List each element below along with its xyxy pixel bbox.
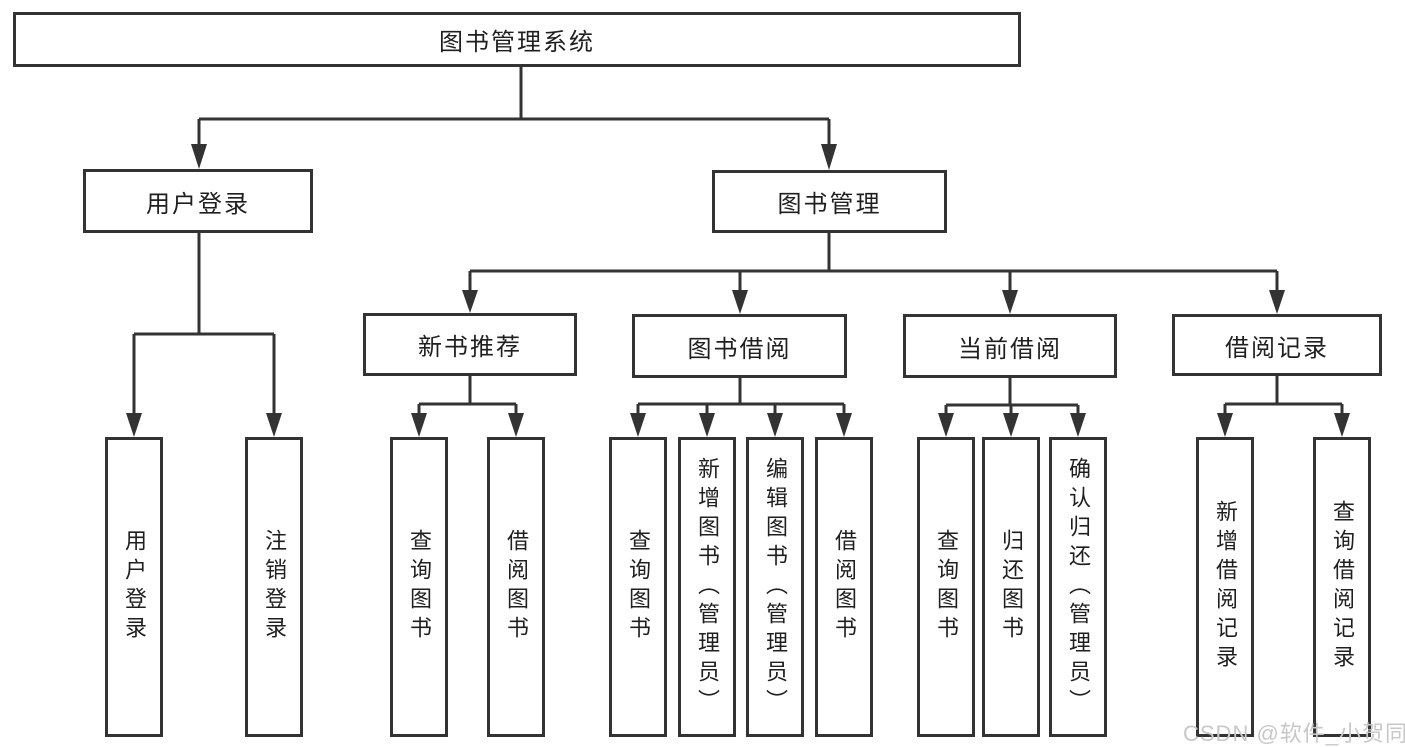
arrowhead-br-query xyxy=(1334,413,1350,437)
arrowhead-bb-edit xyxy=(767,413,783,437)
arrowhead-logout-leaf xyxy=(266,413,282,437)
arrowhead-login-leaf xyxy=(126,413,142,437)
node-leaf-cb-return: 归还图书 xyxy=(982,437,1040,737)
node-leaf-bb-borrow: 借阅图书 xyxy=(815,437,873,737)
arrowhead-bb-borrow xyxy=(836,413,852,437)
node-current-borrow: 当前借阅 xyxy=(903,314,1117,378)
node-leaf-user-login: 用户登录 xyxy=(105,437,163,737)
arrowhead-borrow-records xyxy=(1269,290,1285,314)
node-borrow-records: 借阅记录 xyxy=(1172,314,1382,376)
connector-root-to-level1 xyxy=(197,67,831,146)
node-leaf-bb-query: 查询图书 xyxy=(609,437,667,737)
connector-current-borrow-children xyxy=(944,378,1080,415)
arrowhead-user-login xyxy=(191,144,207,169)
arrowhead-br-add xyxy=(1217,413,1233,437)
arrowhead-cb-return xyxy=(1003,413,1019,437)
node-leaf-bb-edit: 编辑图书（管理员） xyxy=(746,437,804,737)
node-book-borrow: 图书借阅 xyxy=(632,314,847,378)
connector-borrow-records-children xyxy=(1223,376,1344,415)
arrowhead-new-books xyxy=(462,290,478,313)
node-leaf-nb-borrow: 借阅图书 xyxy=(487,437,545,737)
arrowhead-cb-confirm xyxy=(1070,413,1086,437)
node-leaf-logout: 注销登录 xyxy=(245,437,303,737)
connector-book-borrow-children xyxy=(636,378,846,415)
connector-new-books-children xyxy=(417,376,518,415)
node-book-mgmt: 图书管理 xyxy=(712,170,947,233)
node-user-login: 用户登录 xyxy=(83,169,313,233)
node-leaf-br-add: 新增借阅记录 xyxy=(1196,437,1254,737)
node-leaf-cb-confirm: 确认归还（管理员） xyxy=(1049,437,1107,737)
arrowhead-current-borrow xyxy=(1002,290,1018,314)
arrowhead-book-borrow xyxy=(732,290,748,314)
node-new-books: 新书推荐 xyxy=(363,313,577,376)
arrowhead-book-mgmt xyxy=(821,144,837,170)
node-leaf-nb-query: 查询图书 xyxy=(390,437,448,737)
arrowhead-cb-query xyxy=(938,413,954,437)
arrowhead-nb-query xyxy=(411,413,427,437)
connector-user-login-children xyxy=(132,233,276,415)
node-root: 图书管理系统 xyxy=(13,12,1021,67)
node-leaf-cb-query: 查询图书 xyxy=(917,437,975,737)
node-leaf-bb-add: 新增图书（管理员） xyxy=(678,437,736,737)
arrowhead-nb-borrow xyxy=(508,413,524,437)
arrowhead-bb-query xyxy=(630,413,646,437)
connector-book-mgmt-groups xyxy=(468,233,1279,292)
node-leaf-br-query: 查询借阅记录 xyxy=(1313,437,1371,737)
arrowhead-bb-add xyxy=(699,413,715,437)
watermark: CSDN @软件_小贺同学 xyxy=(1183,721,1405,746)
